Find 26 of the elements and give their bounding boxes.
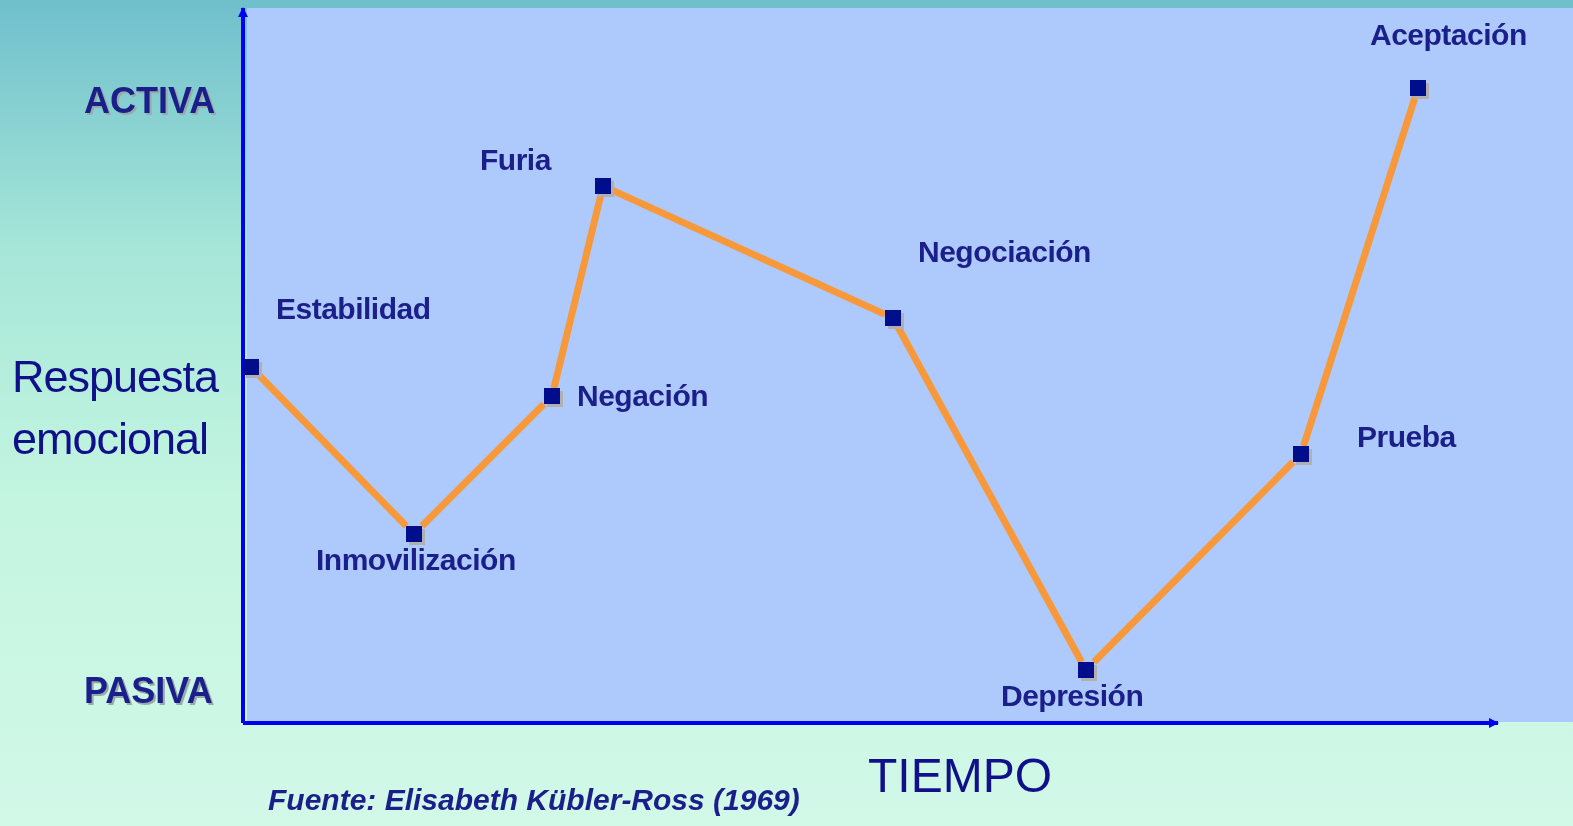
axis-end-label: ACTIVA (84, 80, 216, 122)
axis-title: Respuesta emocional (12, 350, 220, 466)
stage-label: Negociación (918, 235, 1091, 269)
data-point-marker (243, 359, 259, 375)
trend-line (419, 401, 547, 529)
axis-title: TIEMPO (868, 748, 1052, 803)
stage-label: Estabilidad (276, 292, 431, 326)
data-point-marker (595, 178, 611, 194)
data-point-marker (544, 388, 560, 404)
stage-label: Prueba (1357, 420, 1456, 454)
stage-label: Depresión (1001, 679, 1144, 713)
data-point-marker (406, 526, 422, 542)
trend-line (550, 193, 605, 389)
data-point-marker (1410, 80, 1426, 96)
stage-label: Inmovilización (316, 543, 516, 577)
axis-end-label: PASIVA (84, 670, 213, 712)
source-caption: Fuente: Elisabeth Kübler-Ross (1969) (268, 783, 800, 817)
data-point-marker (1078, 662, 1094, 678)
stage-label: Aceptación (1370, 18, 1527, 52)
stage-label: Furia (480, 143, 551, 177)
data-point-marker (885, 310, 901, 326)
trend-line (256, 372, 409, 529)
trend-line (1300, 94, 1419, 448)
trend-line (1091, 459, 1296, 665)
data-point-marker (1293, 446, 1309, 462)
stage-label: Negación (577, 379, 709, 413)
